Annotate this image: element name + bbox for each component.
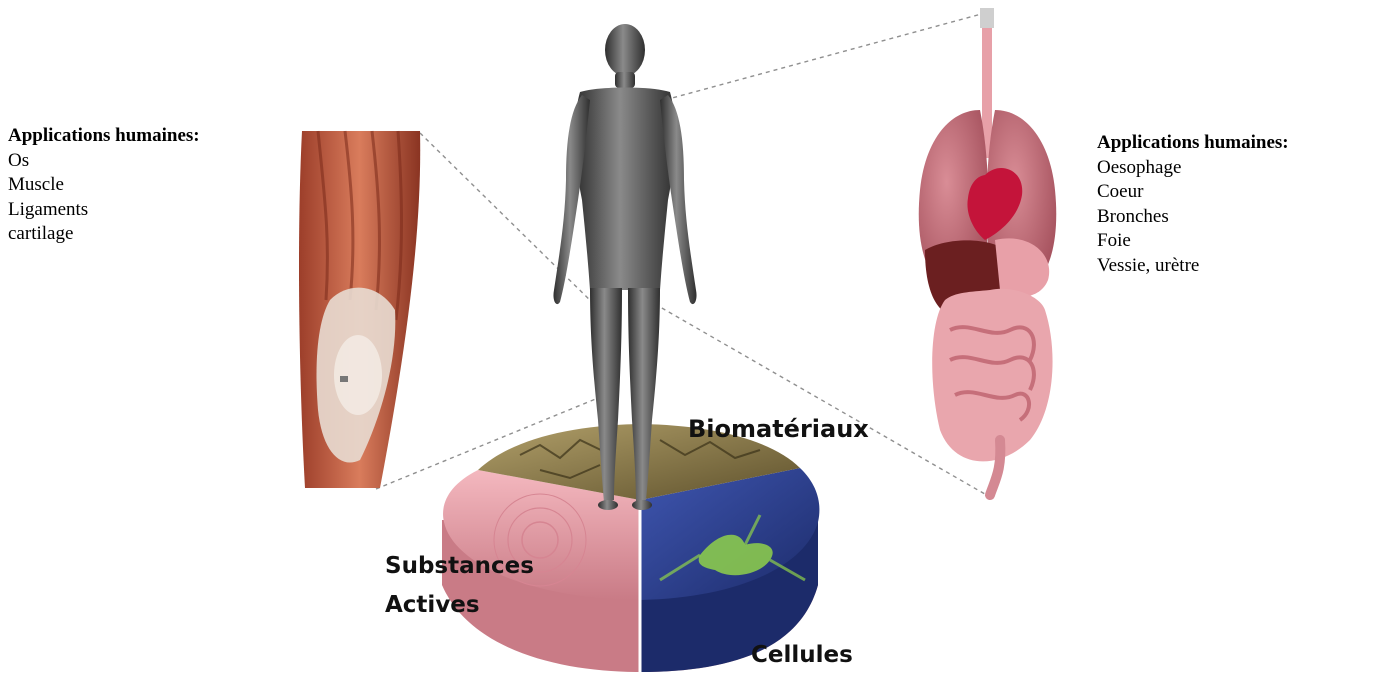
list-item: Os xyxy=(8,149,200,174)
right-panel-heading: Applications humaines: xyxy=(1097,131,1289,156)
list-item: Ligaments xyxy=(8,198,200,223)
right-applications-list: Applications humaines: Oesophage Coeur B… xyxy=(1097,131,1289,278)
tissue-engineering-disc xyxy=(442,424,819,672)
list-item: cartilage xyxy=(8,222,200,247)
cells-label: Cellules xyxy=(751,642,853,668)
list-item: Coeur xyxy=(1097,180,1289,205)
biomaterials-label: Biomatériaux xyxy=(688,415,869,443)
organs-connector-top xyxy=(650,13,985,104)
list-item: Foie xyxy=(1097,229,1289,254)
active-substances-label-line2: Actives xyxy=(385,592,480,618)
left-applications-list: Applications humaines: Os Muscle Ligamen… xyxy=(8,124,200,247)
left-panel-heading: Applications humaines: xyxy=(8,124,200,149)
list-item: Vessie, urètre xyxy=(1097,254,1289,279)
list-item: Bronches xyxy=(1097,205,1289,230)
leg-muscle-illustration xyxy=(299,131,420,488)
marker-icon xyxy=(340,376,348,382)
active-substances-label-line1: Substances xyxy=(385,553,534,579)
list-item: Oesophage xyxy=(1097,156,1289,181)
list-item: Muscle xyxy=(8,173,200,198)
organs-illustration xyxy=(919,8,1057,495)
